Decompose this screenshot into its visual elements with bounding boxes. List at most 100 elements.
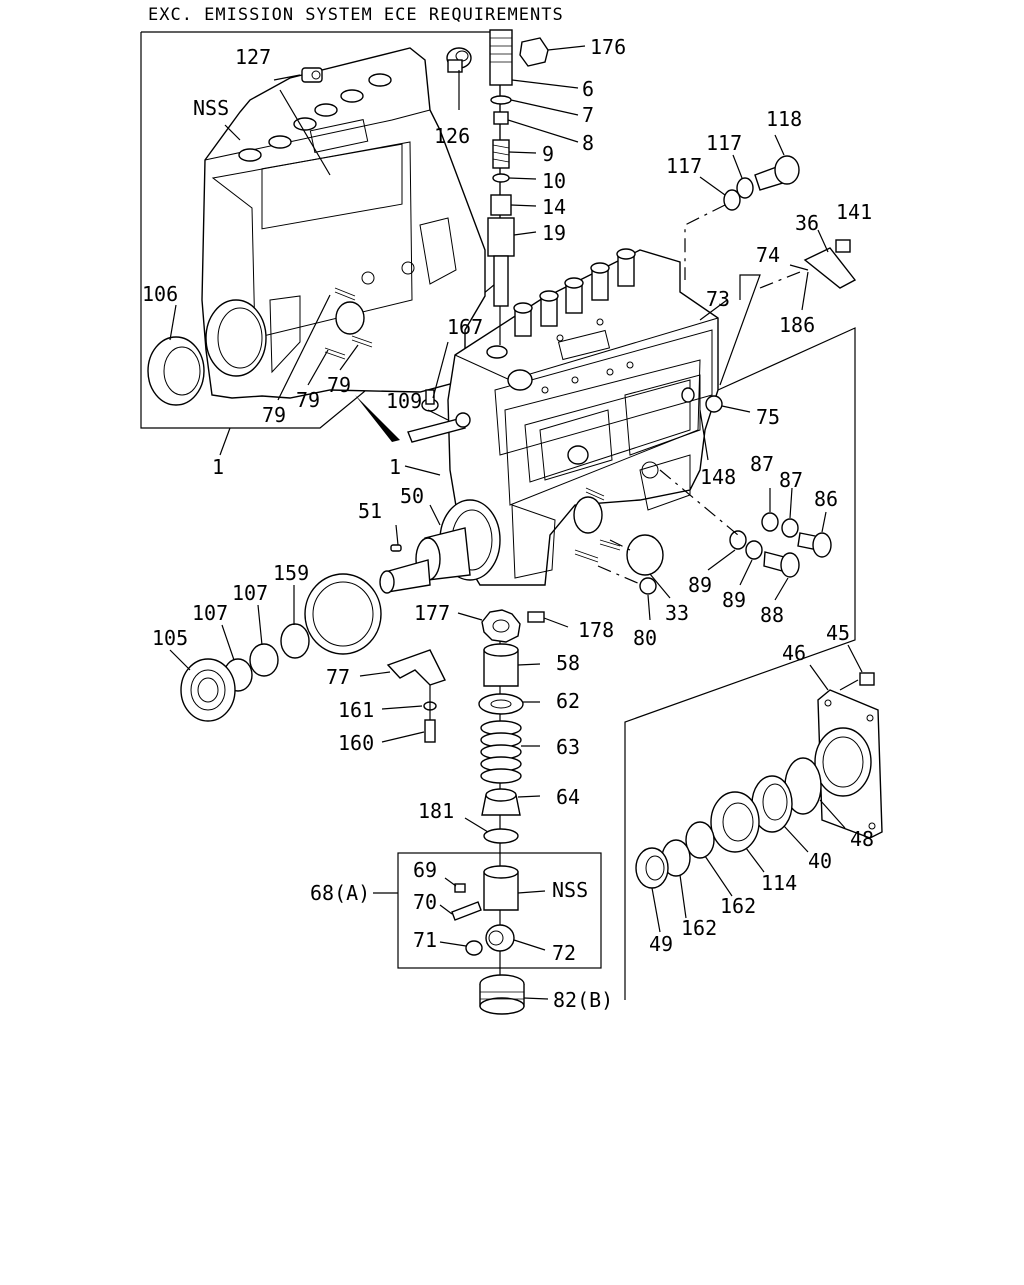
plug-126	[446, 47, 472, 73]
callout-72: 72	[552, 941, 576, 965]
callout-33: 33	[665, 601, 689, 625]
plunger-stack	[487, 29, 586, 345]
pin-186	[789, 264, 809, 271]
holder-6	[489, 29, 513, 86]
callout-64: 64	[556, 785, 580, 809]
callout-89b: 89	[722, 588, 746, 612]
callout-186: 186	[779, 313, 815, 337]
seal-49	[635, 847, 669, 889]
callout-148: 148	[700, 465, 736, 489]
bolt-86	[812, 532, 832, 558]
housing-body	[201, 47, 486, 399]
screw-178	[527, 611, 545, 623]
callout-68a: 68(A)	[310, 881, 370, 905]
bolt-141	[835, 239, 851, 253]
washer-87b	[781, 518, 799, 538]
main-housing-group	[355, 248, 719, 594]
callout-40: 40	[808, 849, 832, 873]
bolt-88	[780, 552, 800, 578]
callout-50: 50	[400, 484, 424, 508]
end-cover-group	[635, 644, 883, 933]
washer-117b	[723, 189, 741, 211]
callout-79a: 79	[327, 373, 351, 397]
roller-72	[485, 924, 515, 952]
spring-9	[492, 139, 510, 169]
callout-77: 77	[326, 665, 350, 689]
gasket-7	[490, 95, 512, 105]
washer-89b	[745, 540, 763, 560]
bolt-75	[705, 395, 723, 413]
delivery-valve-holders	[513, 248, 636, 361]
callout-176: 176	[590, 35, 626, 59]
right-mid-fasteners	[597, 469, 832, 621]
callout-73: 73	[706, 287, 730, 311]
gear-177	[481, 609, 521, 643]
bracket-77	[386, 649, 446, 686]
callout-79b: 79	[296, 388, 320, 412]
pin-69	[454, 883, 466, 893]
callout-87b: 87	[779, 468, 803, 492]
callout-105: 105	[152, 626, 188, 650]
tappet-assembly-box	[397, 852, 602, 969]
bolt-45	[859, 672, 875, 686]
callout-74: 74	[756, 243, 780, 267]
pin-70	[451, 901, 482, 921]
tappet-stack	[373, 609, 602, 1015]
adapter-159-ring	[304, 573, 382, 655]
callout-45: 45	[826, 621, 850, 645]
callout-62: 62	[556, 689, 580, 713]
callout-107b: 107	[192, 601, 228, 625]
callout-6: 6	[582, 77, 594, 101]
callout-109: 109	[386, 389, 422, 413]
plug-127	[301, 67, 323, 83]
callout-labels: 176 6 7 8 9 10 14 19 118 117 117 36 141 …	[142, 35, 874, 1012]
washer-162a	[685, 821, 715, 859]
o-ring-33	[626, 534, 664, 576]
callout-114: 114	[761, 871, 797, 895]
callout-7: 7	[582, 103, 594, 127]
callout-106: 106	[142, 282, 178, 306]
washer-10	[492, 173, 510, 183]
shim-181	[483, 828, 519, 844]
callout-80: 80	[633, 626, 657, 650]
inset-housing-group	[140, 31, 501, 456]
callout-141: 141	[836, 200, 872, 224]
callout-167: 167	[447, 315, 483, 339]
valve-14	[490, 194, 512, 216]
plate-36	[803, 247, 857, 289]
callout-89a: 89	[688, 573, 712, 597]
bolt-167	[421, 389, 439, 412]
washer-89a	[729, 530, 747, 550]
bolt-118	[774, 155, 800, 185]
plug-82	[479, 974, 525, 1015]
bush-71	[465, 940, 483, 956]
callout-118: 118	[766, 107, 802, 131]
callout-1a: 1	[212, 455, 224, 479]
callout-70: 70	[413, 890, 437, 914]
seal-159	[280, 623, 310, 659]
nut-80	[639, 577, 657, 595]
callout-14: 14	[542, 195, 566, 219]
clip-176	[519, 37, 586, 67]
callout-117a: 117	[706, 131, 742, 155]
callout-63: 63	[556, 735, 580, 759]
callout-71: 71	[413, 928, 437, 952]
camshaft-50	[379, 499, 501, 594]
callout-10: 10	[542, 169, 566, 193]
spring-63	[480, 720, 522, 784]
callout-58: 58	[556, 651, 580, 675]
callout-127: 127	[235, 45, 271, 69]
studs-79	[324, 287, 373, 360]
callout-69: 69	[413, 858, 437, 882]
callout-36: 36	[795, 211, 819, 235]
link-109	[355, 395, 471, 443]
callout-126: 126	[434, 124, 470, 148]
callout-107a: 107	[232, 581, 268, 605]
callout-82b: 82(B)	[553, 988, 613, 1012]
callout-49: 49	[649, 932, 673, 956]
seat-62	[478, 693, 524, 715]
callout-86: 86	[814, 487, 838, 511]
callout-79c: 79	[262, 403, 286, 427]
